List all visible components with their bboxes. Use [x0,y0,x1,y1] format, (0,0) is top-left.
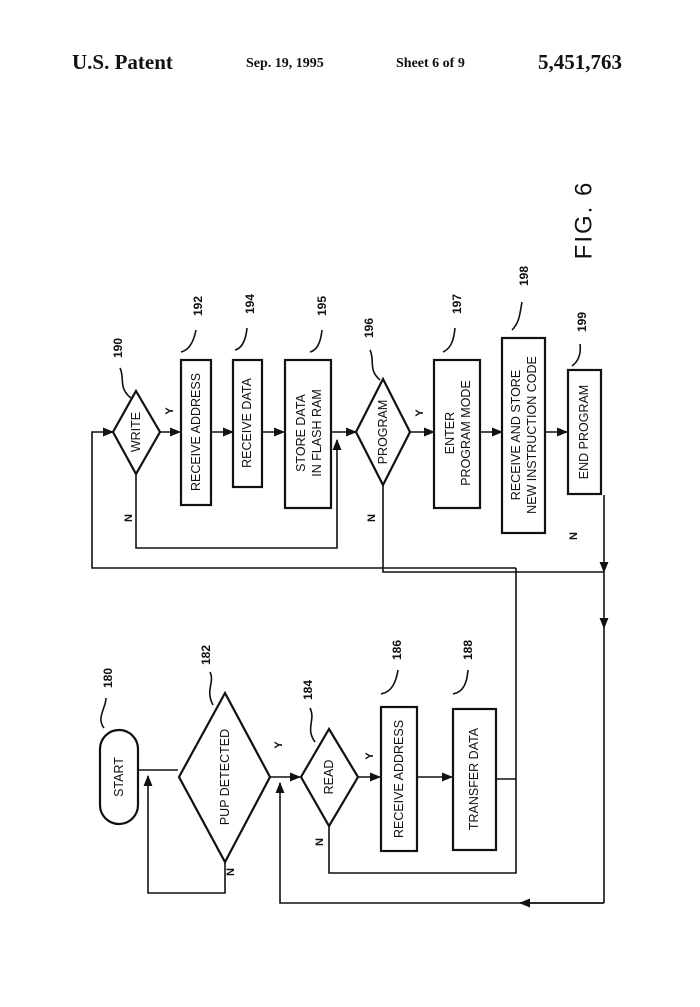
leader-190 [119,367,132,399]
node-end-label: END PROGRAM [577,385,591,479]
edge-program-no [382,485,604,573]
node-transfer-data: TRANSFER DATA [451,707,498,852]
read-yes-label: Y [364,752,376,760]
node-recvstore-label-2: NEW INSTRUCTION CODE [525,356,539,514]
edge-return-read [275,781,604,904]
node-receive-data: RECEIVE DATA [231,358,264,489]
leader-194 [234,327,248,351]
node-write: WRITE [111,388,162,477]
node-end-program: END PROGRAM [566,368,603,496]
node-store-label-1: STORE DATA [294,393,308,471]
leader-186 [380,669,399,695]
leader-196 [369,349,381,381]
node-enter-label-1: ENTER [443,412,457,454]
ref-180: 180 [101,668,115,688]
ref-192: 192 [191,296,205,316]
program-yes-label: Y [414,409,426,417]
end-no-label: N [568,532,580,540]
header-sheet: Sheet 6 of 9 [396,56,465,71]
node-pup-detected: PUP DETECTED [177,690,272,865]
node-read: READ [299,726,360,829]
node-program-label: PROGRAM [376,400,390,465]
pup-no-label: N [225,868,237,876]
write-yes-label: Y [164,407,176,415]
node-program: PROGRAM [354,376,412,488]
leader-198 [511,301,523,331]
ref-199: 199 [575,312,589,332]
leader-188 [452,669,469,695]
header-patent-number: 5,451,763 [538,50,622,74]
node-recvaddr-read-label: RECEIVE ADDRESS [392,720,406,838]
node-write-label: WRITE [129,412,143,452]
node-recvstore-label-1: RECEIVE AND STORE [509,370,523,500]
leader-195 [309,329,323,353]
node-enter-label-2: PROGRAM MODE [459,380,473,486]
node-transfer-label: TRANSFER DATA [467,727,481,830]
read-no-label: N [314,838,326,846]
ref-195: 195 [315,296,329,316]
edge-read-no [328,779,517,874]
node-recvaddr-write-label: RECEIVE ADDRESS [189,373,203,491]
write-no-label: N [123,514,135,522]
ref-197: 197 [450,294,464,314]
ref-188: 188 [461,640,475,660]
node-receive-address-read: RECEIVE ADDRESS [379,705,419,853]
program-no-label: N [366,514,378,522]
leader-180 [100,697,107,729]
node-enter-program-mode: ENTER PROGRAM MODE [432,358,482,510]
ref-186: 186 [390,640,404,660]
ref-196: 196 [362,318,376,338]
node-start-label: START [112,757,126,797]
leader-192 [180,329,197,353]
node-receive-and-store: RECEIVE AND STORE NEW INSTRUCTION CODE [500,336,547,535]
leader-184 [309,707,316,743]
leader-199 [571,343,582,367]
node-read-label: READ [322,760,336,795]
ref-194: 194 [243,294,257,314]
connectors [91,427,609,908]
node-receive-address-write: RECEIVE ADDRESS [179,358,213,507]
node-pup-label: PUP DETECTED [218,729,232,825]
pup-yes-label: Y [273,741,285,749]
ref-182: 182 [199,645,213,665]
header-date: Sep. 19, 1995 [246,56,324,71]
edge-to-write [91,427,516,569]
leader-182 [209,671,214,706]
leader-197 [442,327,456,353]
ref-198: 198 [517,266,531,286]
edge-write-no [135,438,342,549]
figure-label: FIG. 6 [571,181,598,260]
header-left: U.S. Patent [72,50,173,74]
node-store-label-2: IN FLASH RAM [310,389,324,477]
node-start: START [98,728,140,826]
edge-pup-no-loop [143,774,226,894]
ref-184: 184 [301,680,315,700]
node-store-data: STORE DATA IN FLASH RAM [283,358,333,510]
reference-labels: 180 182 184 186 188 190 192 194 195 196 … [100,266,589,743]
node-recvdata-label: RECEIVE DATA [240,377,254,467]
branch-labels: N Y Y N Y N Y N N [123,407,580,876]
ref-190: 190 [111,338,125,358]
